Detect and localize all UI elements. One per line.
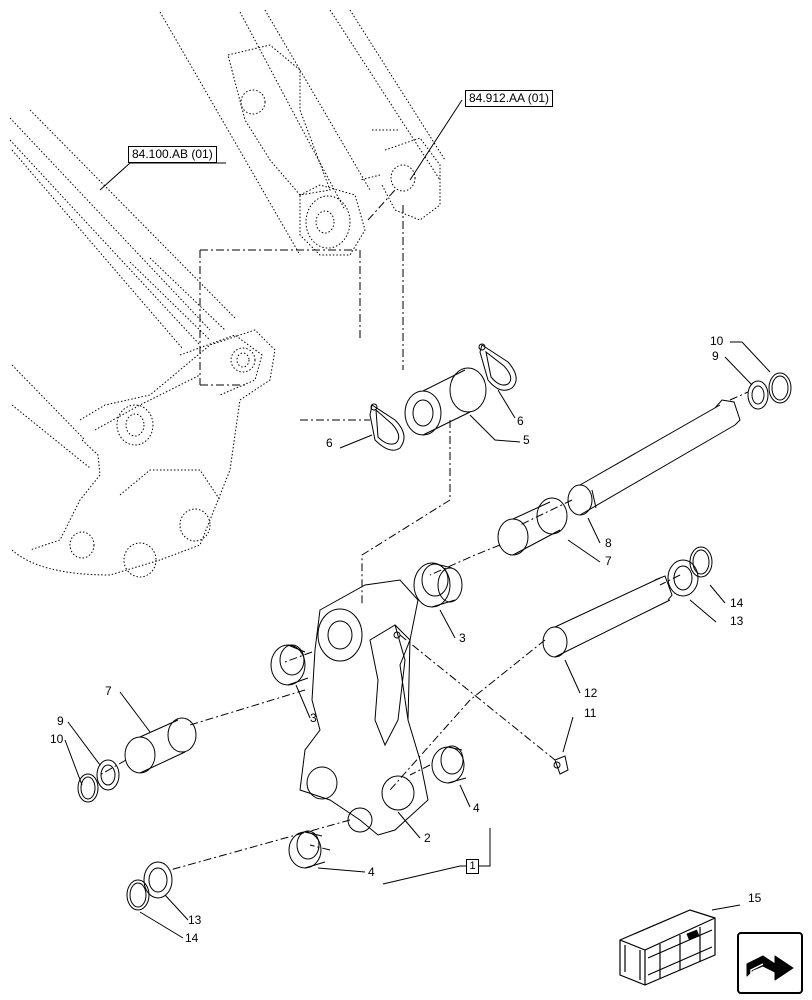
callout-14-right: 14 <box>730 596 744 610</box>
callout-15: 15 <box>748 891 762 905</box>
callout-10-top: 10 <box>710 334 724 348</box>
part-12-pin <box>542 575 673 658</box>
callout-9-left: 9 <box>57 714 64 728</box>
callout-9-top: 9 <box>712 349 719 363</box>
part-7-bushing-right <box>497 497 568 556</box>
part-13-14-rings-lower <box>126 861 173 911</box>
part-13-14-rings-right <box>667 546 713 597</box>
part-6-clip-left <box>369 403 405 451</box>
leader-lines <box>64 99 771 939</box>
callout-4-right: 4 <box>473 801 480 815</box>
callout-7-left: 7 <box>105 684 112 698</box>
callout-5: 5 <box>523 433 530 447</box>
callout-6-right: 6 <box>517 414 524 428</box>
part-2-link <box>299 579 429 836</box>
callout-7-right: 7 <box>605 554 612 568</box>
next-page-arrow-icon <box>746 955 794 981</box>
part-6-clip-right <box>478 343 517 391</box>
part-7-bushing-left <box>124 717 197 774</box>
part-4-bushing-lower <box>288 830 326 869</box>
part-3-bushing-lower <box>270 644 309 686</box>
callout-2: 2 <box>424 831 431 845</box>
part-3-bushing-upper <box>413 562 463 608</box>
part-5-bushing <box>404 367 487 436</box>
callout-11: 11 <box>584 706 597 720</box>
callout-3-lower: 3 <box>310 711 317 725</box>
arm-reference-label[interactable]: 84.912.AA (01) <box>465 90 554 107</box>
callout-10-left: 10 <box>50 732 64 746</box>
arm-outline <box>159 9 446 256</box>
next-page-arrow-button[interactable] <box>737 932 803 994</box>
callout-6-left: 6 <box>326 436 333 450</box>
boom-reference-label[interactable]: 84.100.AB (01) <box>128 146 217 163</box>
callout-14-lower: 14 <box>185 931 199 945</box>
part-9-10-rings-left <box>77 759 120 803</box>
assembly-number-box: 1 <box>466 859 479 874</box>
callout-13-lower: 13 <box>188 913 202 927</box>
boom-outline <box>9 109 276 578</box>
part-8-pin <box>567 399 741 516</box>
part-9-10-rings-top <box>747 372 792 410</box>
callout-3-upper: 3 <box>459 631 466 645</box>
callout-13-right: 13 <box>730 614 744 628</box>
part-4-bushing-right <box>431 745 467 784</box>
callout-4-lower: 4 <box>368 865 375 879</box>
part-11-grease-fitting <box>553 755 569 775</box>
callout-12: 12 <box>584 686 598 700</box>
callout-8: 8 <box>605 536 612 550</box>
assembly-lines <box>99 189 749 871</box>
kit-crate-icon <box>619 909 716 986</box>
